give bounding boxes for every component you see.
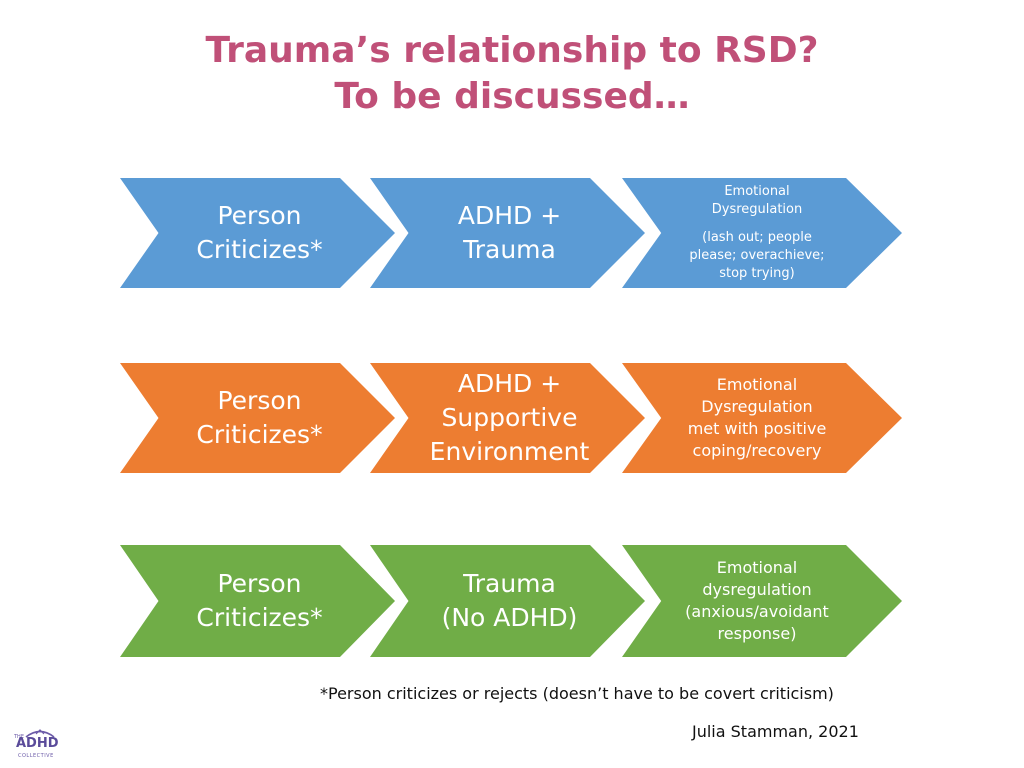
chevron-trauma-no-adhd: Trauma (No ADHD) — [370, 545, 645, 657]
logo-collective-text: COLLECTIVE — [18, 753, 54, 759]
logo-the-text: THE — [14, 734, 24, 740]
chevron-adhd-supportive-environment: ADHD + Supportive Environment — [370, 363, 645, 473]
chevron-label: ADHD + Supportive Environment — [429, 369, 590, 466]
adhd-collective-logo: THE ADHD COLLECTIVE — [14, 728, 64, 762]
chevron-label: Emotional Dysregulation — [711, 184, 803, 217]
logo-arc-icon — [25, 729, 55, 738]
chevron-person-criticizes: Person Criticizes* — [120, 363, 395, 473]
chevron-person-criticizes: Person Criticizes* — [120, 178, 395, 288]
chevron-label: Person Criticizes* — [196, 386, 323, 449]
chevron-label: Emotional Dysregulation met with positiv… — [687, 375, 827, 460]
chevron-label: ADHD + Trauma — [457, 201, 562, 264]
chevron-label: Person Criticizes* — [196, 201, 323, 264]
chevron-adhd-trauma: ADHD + Trauma — [370, 178, 645, 288]
footnote: *Person criticizes or rejects (doesn’t h… — [320, 684, 834, 703]
author-credit: Julia Stamman, 2021 — [692, 722, 859, 741]
chevron-emotional-dysregulation-positive: Emotional Dysregulation met with positiv… — [622, 363, 902, 473]
logo-adhd-text: ADHD — [16, 736, 59, 751]
slide-title-line-1: Trauma’s relationship to RSD? — [205, 30, 819, 71]
chevron-label: Person Criticizes* — [196, 569, 323, 632]
slide-title-line-2: To be discussed… — [334, 76, 690, 117]
chevron-emotional-dysregulation: Emotional Dysregulation (lash out; peopl… — [622, 178, 902, 288]
chevron-label: Emotional dysregulation (anxious/avoidan… — [685, 558, 829, 643]
chevron-label: Trauma (No ADHD) — [441, 569, 578, 632]
chevron-emotional-dysregulation-anxious: Emotional dysregulation (anxious/avoidan… — [622, 545, 902, 657]
chevron-sublabel: (lash out; people please; overachieve; s… — [689, 230, 825, 281]
chevron-label-group: Emotional Dysregulation (lash out; peopl… — [641, 178, 882, 288]
chevron-person-criticizes: Person Criticizes* — [120, 545, 395, 657]
